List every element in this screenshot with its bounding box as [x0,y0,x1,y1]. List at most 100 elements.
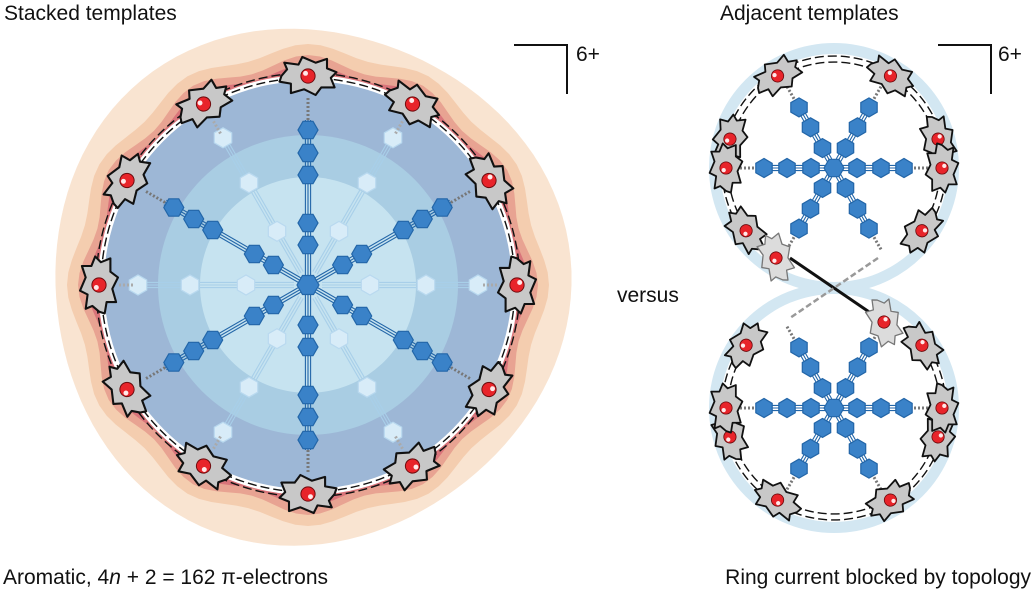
charge-bracket-left [514,44,568,94]
porphyrin-unit-icon [866,54,915,98]
benzene-hexagon-icon [802,397,820,419]
zinc-metal-sphere-icon [719,161,733,175]
benzene-hexagon-icon [790,218,808,239]
porphyrin-unit-icon [723,322,769,370]
benzene-hexagon-icon [813,137,832,159]
benzene-hexagon-icon [267,220,287,242]
benzene-hexagon-icon [790,337,808,358]
porphyrin-unit-icon [864,298,904,348]
coordination-bond [872,236,883,252]
metal-highlight [413,464,419,470]
zinc-metal-sphere-icon [300,68,316,84]
zinc-metal-sphere-icon [195,96,212,112]
porphyrin-unit-icon [496,255,538,315]
benzene-hexagon-icon [262,295,285,315]
zinc-metal-sphere-icon [770,69,785,83]
zinc-metal-sphere-icon [935,161,949,175]
porphyrin-unit-icon [382,441,441,492]
benzene-hexagon-icon [183,209,205,229]
porphyrin-unit-icon [78,255,120,315]
benzene-hexagon-icon [813,177,832,199]
benzene-hexagon-icon [801,438,820,459]
caption-aromatic-pre: Aromatic, 4 [3,566,110,589]
zinc-metal-sphere-icon [739,224,753,238]
zinc-metal-sphere-icon [739,338,753,352]
porphyrin-unit-icon [900,320,945,371]
benzene-hexagon-icon [392,330,414,350]
porphyrin-unit-icon [102,152,152,210]
alkyne-line [220,133,302,274]
benzene-hexagon-icon [755,397,773,419]
crossing-link-front [789,256,879,320]
porphyrin-unit-icon [101,359,152,418]
benzene-hexagon-icon [848,397,866,419]
charge-label-right: 6+ [998,43,1022,66]
benzene-hexagon-icon [297,143,319,163]
benzene-hexagon-icon [416,274,436,296]
benzene-hexagon-icon [357,172,377,194]
benzene-hexagon-icon [392,220,414,240]
metal-highlight [772,258,777,263]
benzene-hexagon-icon [297,315,319,335]
zinc-metal-sphere-icon [481,381,497,398]
benzene-hexagon-icon [823,398,845,418]
adjacent-templates-diagram [708,43,960,533]
porphyrin-unit-icon [175,441,233,491]
metal-highlight [487,174,493,180]
coordination-bond [785,476,796,492]
porphyrin-unit-icon [864,478,915,523]
metal-highlight [887,70,892,75]
caption-ring-current-blocked: Ring current blocked by topology [725,566,1031,589]
porphyrin-unit-icon [924,382,960,434]
zinc-metal-sphere-icon [91,277,107,293]
metal-highlight [883,317,888,322]
benzene-hexagon-icon [801,357,820,378]
benzene-hexagon-icon [351,244,373,264]
benzene-hexagon-icon [331,255,354,275]
zinc-metal-sphere-icon [404,96,421,112]
alkyne-line [316,295,399,436]
benzene-hexagon-icon [383,127,403,149]
zinc-metal-sphere-icon [883,493,898,507]
benzene-hexagon-icon [848,438,867,459]
benzene-hexagon-icon [468,274,488,296]
benzene-hexagon-icon [297,337,319,357]
benzene-hexagon-icon [860,97,878,118]
benzene-hexagon-icon [351,306,373,326]
metal-highlight [772,72,777,78]
zinc-metal-sphere-icon [119,381,135,398]
porphyrin-unit-icon [753,478,802,522]
metal-highlight [308,494,313,500]
benzene-hexagon-icon [823,158,845,178]
benzene-hexagon-icon [163,353,185,372]
benzene-hexagon-icon [329,328,349,350]
benzene-hexagon-icon [202,330,224,350]
porphyrin-unit-icon [756,232,796,282]
metal-highlight [740,343,746,348]
porphyrin-unit-icon [924,142,960,194]
benzene-hexagon-icon [183,341,205,361]
coordination-bond [785,84,796,100]
alkyne-line [222,298,304,439]
metal-highlight [721,408,726,413]
alkyne-line [314,296,396,437]
benzene-hexagon-icon [778,157,796,179]
benzene-hexagon-icon [836,137,855,159]
benzene-hexagon-icon [296,274,320,296]
alkyne-line [312,298,394,439]
benzene-hexagon-icon [357,376,377,398]
zinc-metal-sphere-icon [481,172,497,189]
benzene-hexagon-icon [331,295,354,315]
metal-highlight [201,467,207,473]
alkyne-line [312,131,394,272]
benzene-hexagon-icon [860,218,878,239]
porphyrin-unit-icon [278,473,338,515]
benzene-hexagon-icon [262,255,285,275]
benzene-hexagon-icon [895,397,913,419]
metal-highlight [942,403,947,408]
back-arm-linker [312,295,399,439]
porphyrin-unit-icon [753,53,804,98]
porphyrin-unit-icon [383,79,441,129]
benzene-hexagon-icon [411,209,433,229]
